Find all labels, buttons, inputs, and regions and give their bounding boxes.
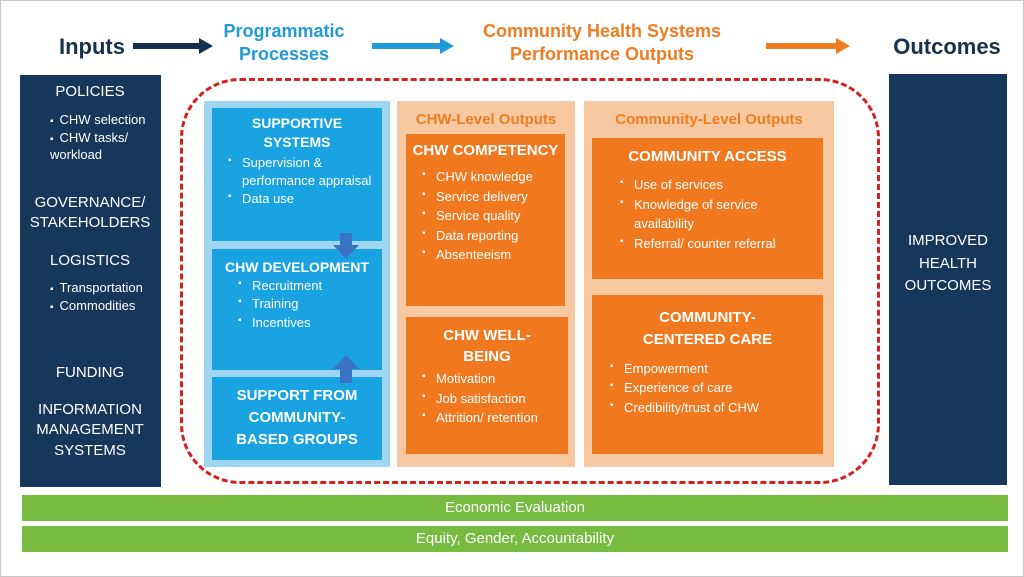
inputs-column: POLICIES CHW selection CHW tasks/ worklo… xyxy=(20,75,161,487)
outcomes-column: IMPROVED HEALTH OUTCOMES xyxy=(889,74,1007,485)
funding-label: FUNDING xyxy=(55,364,125,381)
policies-label: POLICIES xyxy=(55,83,125,100)
support-community-title: SUPPORT FROM COMMUNITY-BASED GROUPS xyxy=(236,387,358,448)
equity-bar: Equity, Gender, Accountability xyxy=(22,526,1008,552)
community-access-title: COMMUNITY ACCESS xyxy=(628,148,787,165)
list-item: Credibility/trust of CHW xyxy=(606,398,815,418)
community-level-title: Community-Level Outputs xyxy=(615,111,803,128)
supportive-systems-title: SUPPORTIVE SYSTEMS xyxy=(251,115,343,150)
list-item: Empowerment xyxy=(606,359,815,379)
information-label: INFORMATION MANAGEMENT SYSTEMS xyxy=(36,401,144,459)
chw-wellbeing-title: CHW WELL-BEING xyxy=(443,327,531,365)
chw-wellbeing-box: CHW WELL-BEING Motivation Job satisfacti… xyxy=(406,317,568,454)
chw-development-title: CHW DEVELOPMENT xyxy=(225,259,369,275)
list-item: Attrition/ retention xyxy=(418,408,562,428)
list-item: CHW selection xyxy=(50,111,158,129)
chw-competency-title: CHW COMPETENCY xyxy=(412,142,559,159)
arrow-orange xyxy=(766,38,850,54)
arrow-down-icon xyxy=(333,233,359,259)
list-item: Job satisfaction xyxy=(418,389,562,409)
arrow-navy xyxy=(133,38,213,54)
header-inputs: Inputs xyxy=(59,34,125,59)
header-chs-outputs: Community Health Systems Performance Out… xyxy=(482,21,722,64)
chw-level-title: CHW-Level Outputs xyxy=(415,111,557,128)
list-item: Motivation xyxy=(418,369,562,389)
support-community-box: SUPPORT FROM COMMUNITY-BASED GROUPS xyxy=(212,377,382,460)
list-item: Data reporting xyxy=(418,226,559,246)
community-centered-care-box: COMMUNITY-CENTERED CARE Empowerment Expe… xyxy=(592,295,823,454)
list-item: CHW knowledge xyxy=(418,167,559,187)
list-item: Service delivery xyxy=(418,187,559,207)
community-centered-care-title: COMMUNITY-CENTERED CARE xyxy=(642,309,773,348)
economic-evaluation-bar: Economic Evaluation xyxy=(22,495,1008,521)
logistics-list: Transportation Commodities xyxy=(50,279,158,314)
community-access-box: COMMUNITY ACCESS Use of services Knowled… xyxy=(592,138,823,279)
policies-list: CHW selection CHW tasks/ workload xyxy=(50,111,158,164)
list-item: Transportation xyxy=(50,279,158,297)
list-item: Commodities xyxy=(50,297,158,315)
chw-development-box: CHW DEVELOPMENT Recruitment Training Inc… xyxy=(212,249,382,370)
governance-label: GOVERNANCE/ STAKEHOLDERS xyxy=(29,194,151,232)
list-item: Incentives xyxy=(236,314,376,332)
list-item: Supervision & performance appraisal xyxy=(226,154,376,190)
list-item: Training xyxy=(236,295,376,313)
header-outcomes: Outcomes xyxy=(893,34,1001,59)
header-programmatic-processes: Programmatic Processes xyxy=(223,21,345,64)
arrow-up-icon xyxy=(333,355,359,383)
list-item: Data use xyxy=(226,190,376,208)
list-item: Referral/ counter referral xyxy=(616,234,815,254)
dashed-boundary xyxy=(180,78,880,484)
list-item: Use of services xyxy=(616,175,815,195)
improved-outcomes-label: IMPROVED HEALTH OUTCOMES xyxy=(904,232,992,294)
supportive-systems-box: SUPPORTIVE SYSTEMS Supervision & perform… xyxy=(212,108,382,241)
chw-competency-box: CHW COMPETENCY CHW knowledge Service del… xyxy=(406,134,565,306)
list-item: Knowledge of service availability xyxy=(616,195,815,234)
logistics-label: LOGISTICS xyxy=(49,252,131,269)
list-item: Experience of care xyxy=(606,378,815,398)
list-item: CHW tasks/ workload xyxy=(50,129,158,164)
list-item: Recruitment xyxy=(236,277,376,295)
arrow-blue xyxy=(372,38,454,54)
list-item: Service quality xyxy=(418,206,559,226)
list-item: Absenteeism xyxy=(418,245,559,265)
